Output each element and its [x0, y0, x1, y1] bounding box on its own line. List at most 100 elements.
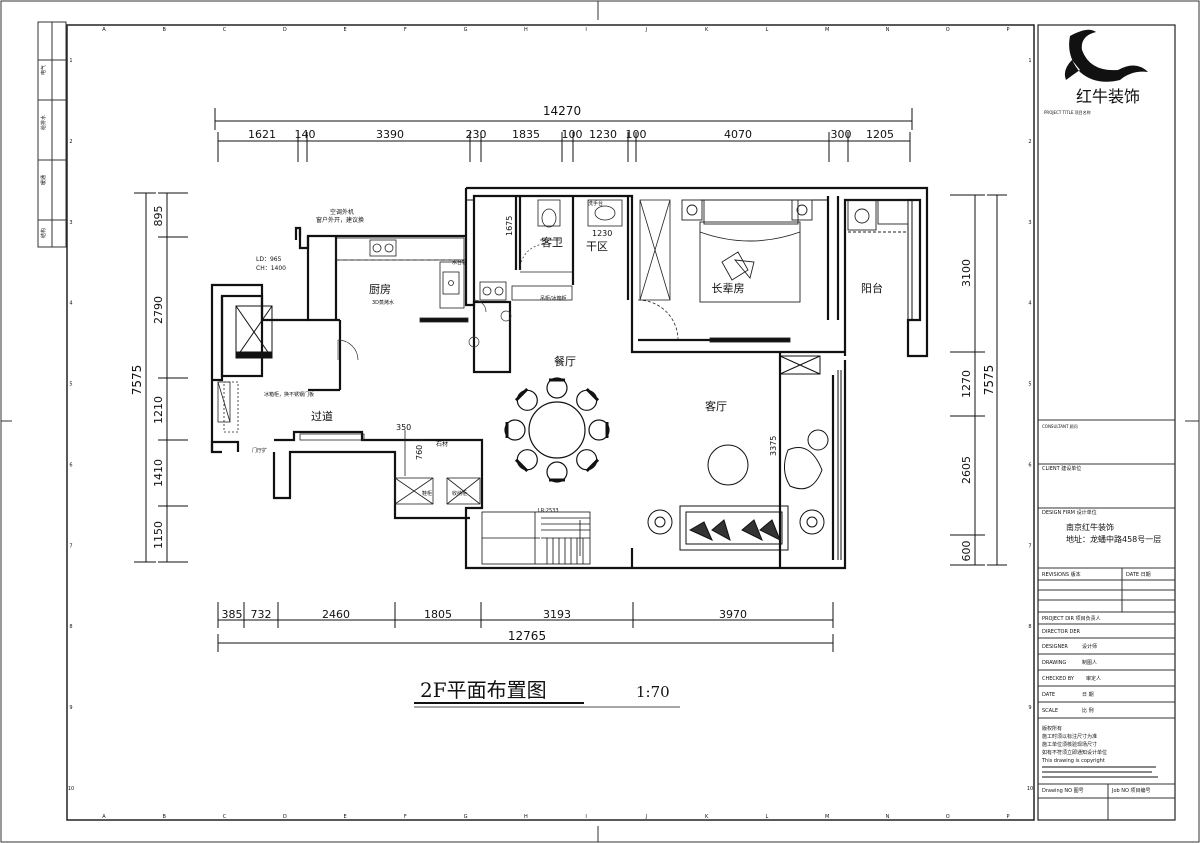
- dim-left-seg-5: 1150: [152, 521, 165, 549]
- dim-top-seg-7: 1230: [589, 128, 617, 141]
- grid-label-7-right: 7: [1028, 543, 1031, 549]
- dim-top-seg-11: 1205: [866, 128, 894, 141]
- dim-top-seg-3: 3390: [376, 128, 404, 141]
- note-fridge-cab: 吊柜/冰箱柜: [540, 295, 567, 302]
- dim-left-seg-1: 895: [152, 206, 165, 227]
- dim-bottom-seg-5: 3193: [543, 608, 571, 621]
- dim-bottom-seg-3: 2460: [322, 608, 350, 621]
- dim-left-seg-2: 2790: [152, 296, 165, 324]
- grid-label-l-bottom: L: [766, 814, 769, 820]
- grid-label-c-bottom: C: [223, 814, 227, 820]
- checked-label: CHECKED BY: [1042, 676, 1075, 682]
- grid-label-5-right: 5: [1028, 382, 1031, 388]
- grid-label-6-left: 6: [69, 462, 72, 468]
- grid-label-d-top: D: [283, 27, 287, 33]
- job-no-label: Job NO 项目编号: [1111, 787, 1151, 794]
- right-dimensions: [950, 194, 1007, 566]
- dim-bottom-seg-4: 1805: [424, 608, 452, 621]
- grid-label-8-left: 8: [69, 624, 72, 630]
- grid-label-m-bottom: M: [825, 814, 829, 820]
- note-tall-cab: 收纳柜: [452, 490, 467, 497]
- note-entry: 门厅扩: [252, 447, 267, 454]
- dim-bottom-seg-2: 732: [251, 608, 272, 621]
- dining-chair-icon: [504, 419, 526, 441]
- grid-label-n-top: N: [886, 27, 890, 33]
- scale-label: SCALE: [1042, 708, 1058, 714]
- grid-label-p-top: P: [1006, 27, 1009, 33]
- corridor-cabinets: [217, 381, 481, 505]
- note-ac-1: 空调外机: [330, 208, 354, 216]
- top-dimensions: [214, 108, 913, 162]
- dim-top-seg-10: 300: [831, 128, 852, 141]
- grid-label-p-bottom: P: [1006, 814, 1009, 820]
- date-value: 日 期: [1082, 692, 1094, 698]
- chair-back: [514, 458, 529, 473]
- grid-label-k-bottom: K: [705, 814, 709, 820]
- note-bath-dim-1: 1675: [505, 216, 514, 236]
- director-label: DIRECTOR DER: [1042, 629, 1081, 635]
- doors: [337, 243, 547, 361]
- dim-left-seg-3: 1210: [152, 396, 165, 424]
- walls: [210, 186, 929, 570]
- note-ac-2: 窗户外开，建议换: [316, 216, 364, 224]
- left-dimensions: [134, 192, 188, 563]
- left-strip: 电气 给排水 暖通 结构: [37, 21, 67, 248]
- date-label: DATE: [1042, 692, 1055, 698]
- note-wall-a: 350: [396, 423, 411, 432]
- room-guest-bath: 客卫: [541, 235, 563, 249]
- room-kitchen: 厨房: [369, 283, 391, 296]
- elevator-icon: [235, 305, 273, 359]
- note-stairs: LR:2533: [538, 508, 559, 514]
- grid-label-7-left: 7: [69, 543, 72, 549]
- grid-label-e-top: E: [343, 27, 346, 33]
- note-stone: 石材: [436, 440, 448, 448]
- drawing-title: 2F平面布置图: [420, 678, 547, 702]
- kitchen-fixtures: [335, 237, 469, 323]
- dim-right-seg-3: 2605: [960, 456, 973, 484]
- dim-bottom-seg-1: 385: [222, 608, 243, 621]
- grid-label-1-right: 1: [1028, 58, 1031, 64]
- note-ch: CH：1400: [256, 265, 286, 272]
- grid-label-5-left: 5: [69, 382, 72, 388]
- firm-address: 地址：龙蟠中路458号一层: [1066, 534, 1161, 544]
- design-firm-label: DESIGN FIRM 设计单位: [1042, 509, 1097, 516]
- grid-label-3-right: 3: [1028, 220, 1031, 226]
- dim-right-seg-1: 3100: [960, 259, 973, 287]
- bath-fixtures: [479, 199, 679, 341]
- dim-top-seg-5: 1835: [512, 128, 540, 141]
- grid-label-2-left: 2: [69, 139, 72, 145]
- dim-left-seg-4: 1410: [152, 459, 165, 487]
- dining-chair-icon: [546, 461, 568, 483]
- grid-label-3-left: 3: [69, 220, 72, 226]
- chair-back: [514, 387, 529, 402]
- living-furniture: [647, 355, 829, 551]
- grid-label-a-bottom: A: [102, 814, 106, 820]
- dining-chair-icon: [576, 389, 598, 411]
- dining-chair-icon: [516, 449, 538, 471]
- grid-label-f-top: F: [404, 27, 407, 33]
- note-line-2: 施工时须以标注尺寸为准: [1042, 733, 1097, 740]
- logo-text: 红牛装饰: [1076, 87, 1140, 106]
- room-balcony: 阳台: [861, 281, 883, 295]
- grid-label-f-bottom: F: [404, 814, 407, 820]
- washer-icon: [847, 199, 909, 233]
- dim-top-overall: 14270: [543, 104, 581, 118]
- grid-label-9-right: 9: [1028, 705, 1031, 711]
- grid-label-o-top: O: [946, 27, 950, 33]
- grid-label-i-bottom: I: [585, 814, 586, 820]
- grid-label-8-right: 8: [1028, 624, 1031, 630]
- grid-label-o-bottom: O: [946, 814, 950, 820]
- grid-label-l-top: L: [766, 27, 769, 33]
- grid-label-6-right: 6: [1028, 462, 1031, 468]
- dim-right-seg-2: 1270: [960, 370, 973, 398]
- logo-sub: PROJECT TITLE 项目名称: [1044, 109, 1091, 115]
- room-dry-area: 干区: [586, 240, 608, 253]
- grid-label-9-left: 9: [69, 705, 72, 711]
- designer-label: DESIGNER: [1042, 644, 1068, 650]
- drawing-scale: 1:70: [636, 683, 670, 701]
- grid-label-g-top: G: [464, 27, 468, 33]
- strip-label-4: 结构: [40, 228, 47, 238]
- bed-icon: [681, 199, 813, 343]
